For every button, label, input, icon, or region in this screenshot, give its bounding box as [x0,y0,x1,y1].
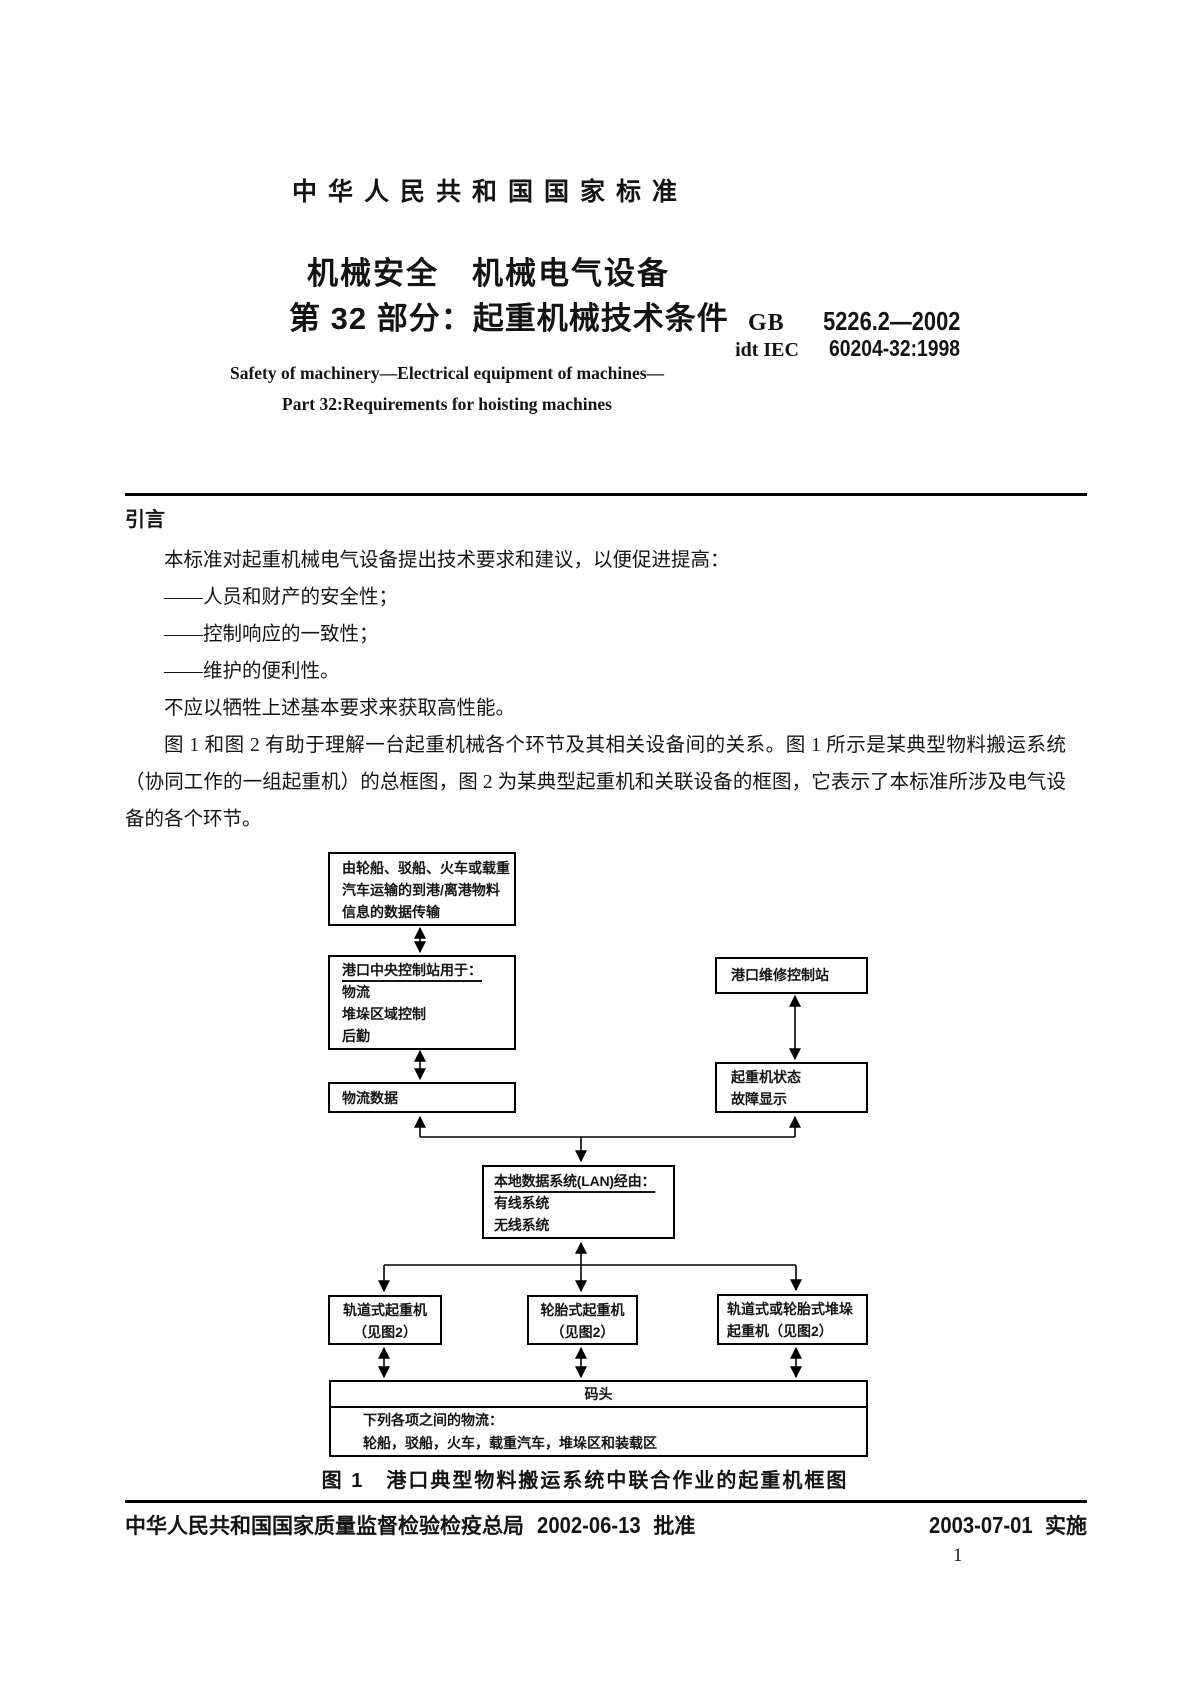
intro-paragraph-1: 本标准对起重机械电气设备提出技术要求和建议，以便促进提高： [164,550,730,571]
english-title-line1: Safety of machinery—Electrical equipment… [229,363,665,383]
main-title-line1: 机械安全 机械电气设备 [307,256,670,291]
rail-crane-line: 轨道式起重机 [343,1302,427,1318]
header-rule [125,493,1087,496]
transport-info-line: 信息的数据传输 [342,904,440,920]
rail-crane-line: （见图2） [353,1324,417,1340]
central-control-line: 堆垛区域控制 [342,1006,426,1022]
lan-title: 本地数据系统(LAN)经由： [494,1173,656,1189]
implementation-label: 实施 [1045,1515,1087,1538]
logistics-data-box: 物流数据 [328,1082,516,1113]
approval-date: 2002-06-13 [536,1512,641,1538]
intro-body: 本标准对起重机械电气设备提出技术要求和建议，以便促进提高： ——人员和财产的安全… [125,542,1066,838]
standard-number: 5226.2—2002 [822,306,960,336]
central-control-line: 物流 [342,984,370,1000]
stacking-crane-box: 轨道式或轮胎式堆垛 起重机（见图2） [717,1294,868,1345]
intro-paragraph-3: 图 1 和图 2 有助于理解一台起重机械各个环节及其相关设备间的关系。图 1 所… [125,735,1066,830]
idt-line: idt IEC 60204-32:1998 [660,336,960,362]
tyre-crane-box: 轮胎式起重机 （见图2） [527,1295,638,1345]
english-title-line2: Part 32:Requirements for hoisting machin… [282,394,612,414]
maintenance-station-box: 港口维修控制站 [715,957,868,994]
lan-box: 本地数据系统(LAN)经由： 有线系统 无线系统 [482,1165,675,1239]
intro-list-item: ——控制响应的一致性； [164,624,379,645]
standard-number-prefix: GB [747,310,785,336]
crane-status-box: 起重机状态 故障显示 [715,1062,868,1113]
main-title-line2: 第 32 部分：起重机械技术条件 [289,301,729,336]
intro-paragraph-2: 不应以牺牲上述基本要求来获取高性能。 [164,698,516,719]
dock-line: 下列各项之间的物流： [363,1412,503,1428]
tyre-crane-line: （见图2） [550,1324,615,1340]
figure1-caption: 图 1 港口典型物料搬运系统中联合作业的起重机框图 [321,1470,849,1492]
tyre-crane-line: 轮胎式起重机 [540,1302,625,1318]
dock-title: 码头 [331,1382,866,1408]
central-control-line: 后勤 [342,1028,370,1044]
transport-info-line: 汽车运输的到港/离港物料 [342,882,500,898]
dock-box: 码头 下列各项之间的物流： 轮船，驳船，火车，载重汽车，堆垛区和装载区 [329,1380,868,1457]
intro-heading: 引言 [125,509,165,531]
dock-line: 轮船，驳船，火车，载重汽车，堆垛区和装载区 [363,1435,657,1451]
transport-info-line: 由轮船、驳船、火车或载重 [342,860,510,876]
maintenance-station-label: 港口维修控制站 [731,967,829,983]
approval-label: 批准 [653,1515,696,1538]
crane-status-line: 故障显示 [731,1091,787,1107]
lan-line: 有线系统 [494,1195,550,1211]
central-control-box: 港口中央控制站用于： 物流 堆垛区域控制 后勤 [328,955,516,1050]
intro-list-item: ——人员和财产的安全性； [164,587,399,608]
standard-number-line: GB 5226.2—2002 [660,308,960,336]
stacking-crane-line: 轨道式或轮胎式堆垛 [727,1301,853,1317]
idt-prefix: idt IEC [735,339,799,361]
footer-approval: 中华人民共和国国家质量监督检验检疫总局 2002-06-13 批准 [125,1510,695,1540]
approval-org: 中华人民共和国国家质量监督检验检疫总局 [125,1515,524,1538]
lan-line: 无线系统 [494,1217,550,1233]
english-title: Safety of machinery—Electrical equipment… [127,358,767,420]
footer-rule [125,1500,1087,1503]
standard-designation: GB 5226.2—2002 idt IEC 60204-32:1998 [660,308,960,362]
dock-body: 下列各项之间的物流： 轮船，驳船，火车，载重汽车，堆垛区和装载区 [331,1408,866,1455]
central-control-title: 港口中央控制站用于： [342,962,482,978]
logistics-data-label: 物流数据 [342,1090,398,1106]
stacking-crane-line: 起重机（见图2） [727,1323,833,1339]
rail-crane-box: 轨道式起重机 （见图2） [328,1295,442,1345]
national-standard-title: 中华人民共和国国家标准 [292,178,689,206]
page-number: 1 [953,1545,963,1566]
implementation-date: 2003-07-01 [928,1512,1033,1538]
crane-status-line: 起重机状态 [731,1069,801,1085]
transport-info-box: 由轮船、驳船、火车或载重 汽车运输的到港/离港物料 信息的数据传输 [328,852,516,926]
idt-number: 60204-32:1998 [828,335,960,361]
intro-list-item: ——维护的便利性。 [164,661,340,682]
footer-implementation: 2003-07-01 实施 [922,1510,1087,1540]
